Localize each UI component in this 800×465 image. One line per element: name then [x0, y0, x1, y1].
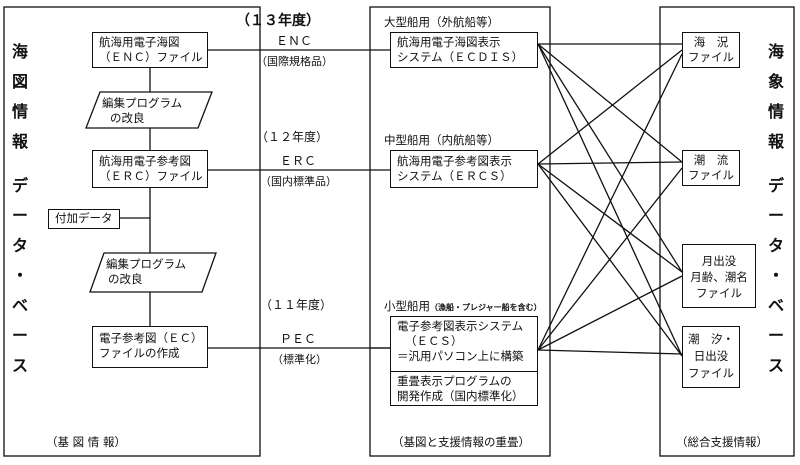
enc-label: ＥＮＣ [276, 34, 313, 48]
year-13-label: （１３年度） [236, 13, 320, 29]
right-title-char-2: 情 [767, 102, 784, 121]
right-title-char-7: ・ [767, 266, 784, 285]
right-title-char-4: デ [767, 176, 784, 195]
left-caption: （基 図 情 報） [46, 435, 126, 449]
additional-data-box: 付加データ [48, 209, 120, 229]
ecdis-line-2: システム（ＥＣＤＩＳ） [397, 50, 524, 64]
tide-sun-line-2: 日出没 [693, 349, 729, 363]
left-title-char-5: ー [11, 206, 28, 225]
ecs-line-1: 電子参考図表示システム [397, 319, 524, 333]
moon-line-3: ファイル [696, 286, 742, 300]
right-title-char-5: ー [767, 206, 784, 225]
ercs-line-2: システム（ＥＲＣＳ） [397, 169, 512, 183]
tide-sun-line-1: 潮 汐・ [688, 332, 734, 346]
left-title-char-8: ベ [11, 296, 28, 315]
right-title-char-1: 象 [767, 72, 784, 91]
ec-file-line-2: ファイルの作成 [99, 346, 180, 360]
right-panel-frame [659, 6, 795, 457]
left-title-char-0: 海 [11, 42, 28, 61]
large-vessel-title: 大型船用（外航船等） [384, 15, 499, 29]
left-panel-frame [3, 6, 261, 457]
right-title-char-6: タ [767, 236, 784, 255]
small-vessel-title-row: 小型船用（漁船・プレジャー船を含む） [384, 298, 542, 314]
overlay-line-2: 開発作成（国内標準化） [397, 389, 524, 403]
left-title-char-7: ・ [11, 266, 28, 285]
medium-vessel-title: 中型船用（内航船等） [384, 133, 499, 147]
ercs-box: 航海用電子参考図表示 システム（ＥＲＣＳ） [390, 150, 538, 188]
tidal-current-line-1: 潮 流 [693, 153, 729, 167]
erc-sub-label: （国内標準品） [260, 175, 337, 188]
enc-file-line-2: （ＥＮＣ）ファイル [99, 50, 203, 64]
erc-file-line-2: （ＥＲＣ）ファイル [99, 169, 203, 183]
tide-sun-file-box: 潮 汐・ 日出没 ファイル [682, 326, 740, 388]
edit-program-1-line-2: の改良 [110, 111, 145, 125]
left-title-char-4: デ [11, 176, 28, 195]
tidal-current-line-2: ファイル [688, 168, 734, 182]
edit-program-2-line-2: の改良 [108, 272, 143, 286]
ec-file-line-1: 電子参考図（ＥＣ） [99, 331, 203, 345]
edit-program-2-shape [89, 252, 217, 293]
erc-file-box: 航海用電子参考図 （ＥＲＣ）ファイル [92, 150, 208, 188]
center-caption: （基図と支援情報の重畳） [392, 435, 530, 449]
edit-program-2-line-1: 編集プログラム [106, 257, 187, 271]
ecs-line-3: ＝汎用パソコン上に構築 [397, 349, 524, 363]
sea-state-file-box: 海 況 ファイル [682, 32, 740, 68]
right-title-char-0: 海 [767, 42, 784, 61]
edit-program-1-label: 編集プログラム の改良 [102, 96, 182, 126]
pec-sub-label: （標準化） [272, 353, 327, 366]
right-title-char-8: ベ [767, 296, 784, 315]
small-vessel-note: （漁船・プレジャー船を含む） [430, 303, 542, 312]
ecdis-box: 航海用電子海図表示 システム（ＥＣＤＩＳ） [390, 32, 538, 68]
left-title-char-10: ス [11, 356, 28, 375]
additional-data-label: 付加データ [55, 211, 113, 225]
tidal-current-file-box: 潮 流 ファイル [682, 150, 740, 186]
edit-program-2-label: 編集プログラム の改良 [106, 257, 186, 287]
moon-line-1: 月出没 [701, 254, 737, 268]
ecs-box: 電子参考図表示システム （ＥＣＳ） ＝汎用パソコン上に構築 [391, 317, 537, 372]
ec-file-box: 電子参考図（ＥＣ） ファイルの作成 [92, 326, 208, 368]
left-title-char-3: 報 [11, 132, 28, 151]
ecs-line-2: （ＥＣＳ） [405, 334, 463, 348]
overlay-line-1: 重畳表示プログラムの [397, 374, 512, 388]
small-vessel-title: 小型船用 [384, 299, 430, 313]
sea-state-line-2: ファイル [688, 50, 734, 64]
right-vertical-title: 海象情報データ・ベース [766, 40, 786, 384]
fan-lines [537, 43, 683, 357]
enc-sub-label: （国際規格品） [256, 55, 333, 68]
right-title-char-3: 報 [767, 132, 784, 151]
right-caption: （総合支援情報） [676, 435, 768, 449]
tide-sun-line-3: ファイル [688, 366, 734, 380]
edit-program-1-shape [85, 91, 213, 129]
left-title-char-2: 情 [11, 102, 28, 121]
erc-file-line-1: 航海用電子参考図 [99, 154, 191, 168]
erc-label: ＥＲＣ [280, 154, 317, 168]
ercs-line-1: 航海用電子参考図表示 [397, 154, 512, 168]
ecdis-line-1: 航海用電子海図表示 [397, 35, 501, 49]
left-vertical-title: 海図情報データ・ベース [10, 40, 30, 384]
year-11-label: （１１年度） [260, 298, 333, 312]
overlay-program-box: 重畳表示プログラムの 開発作成（国内標準化） [391, 372, 537, 406]
enc-file-box: 航海用電子海図 （ＥＮＣ）ファイル [92, 32, 208, 68]
sea-state-line-1: 海 況 [693, 35, 729, 49]
left-title-char-6: タ [11, 236, 28, 255]
left-title-char-9: ー [11, 326, 28, 345]
pec-label: ＰＥＣ [280, 332, 317, 346]
year-12-label: （１２年度） [256, 130, 329, 144]
right-title-char-10: ス [767, 356, 784, 375]
center-panel-frame [369, 6, 551, 457]
enc-file-line-1: 航海用電子海図 [99, 35, 180, 49]
edit-program-1-line-1: 編集プログラム [102, 96, 183, 110]
ecs-group-box: 電子参考図表示システム （ＥＣＳ） ＝汎用パソコン上に構築 重畳表示プログラムの… [390, 316, 538, 406]
right-title-char-9: ー [767, 326, 784, 345]
left-title-char-1: 図 [11, 72, 28, 91]
moon-line-2: 月齢、潮名 [690, 270, 748, 284]
moon-file-box: 月出没 月齢、潮名 ファイル [682, 244, 756, 308]
